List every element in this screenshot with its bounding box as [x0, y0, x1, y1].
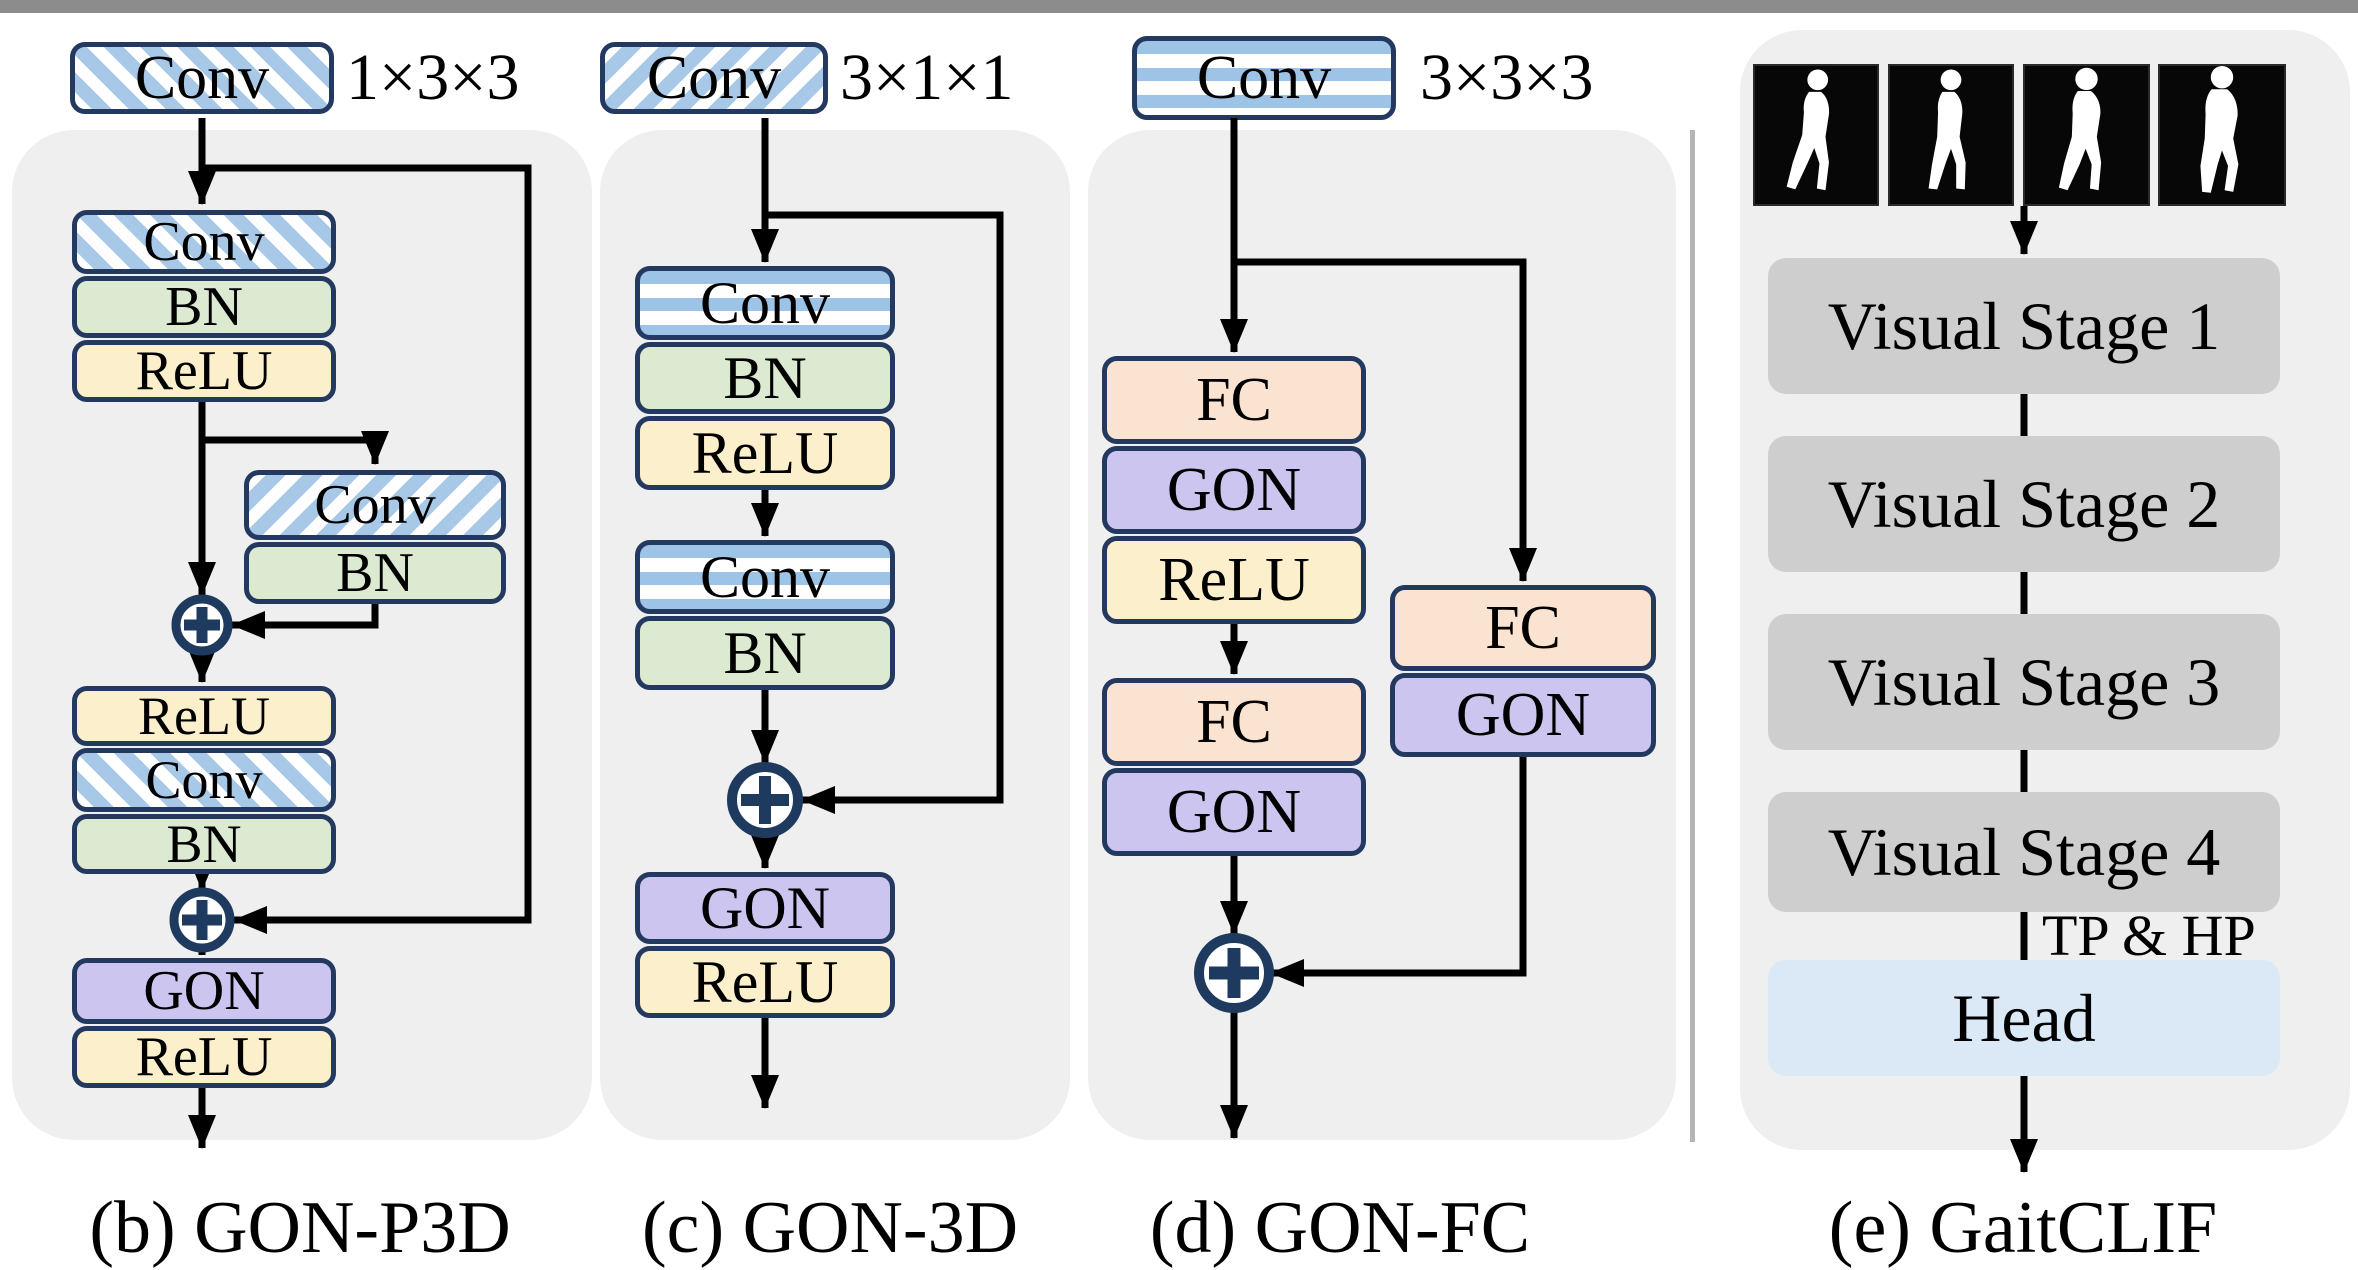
tp-hp-label: TP & HP	[2042, 902, 2256, 968]
gait-frame-2	[1888, 64, 2014, 206]
b-bn2-label: BN	[336, 542, 414, 604]
visual-stage-2-label: Visual Stage 2	[1827, 465, 2221, 542]
b-conv1-label: Conv	[143, 211, 265, 273]
c-relu1-block: ReLU	[635, 416, 895, 490]
b-gon-block: GON	[72, 958, 336, 1024]
b-bn2-block: BN	[244, 542, 506, 604]
c-relu2-label: ReLU	[691, 949, 839, 1015]
caption-gon-3d: (c) GON-3D	[641, 1187, 1019, 1269]
visual-stage-4-block: Visual Stage 4	[1768, 792, 2280, 912]
b-conv3-block: Conv	[72, 748, 336, 812]
d-skip-return-arrow	[1270, 757, 1527, 987]
c-bn1-block: BN	[635, 342, 895, 414]
c-add-junction-icon	[727, 762, 803, 838]
b-relu2-label: ReLU	[138, 686, 270, 746]
d-gon-skip-label: GON	[1455, 681, 1591, 749]
d-fc-skip-label: FC	[1485, 594, 1561, 662]
section-divider-line	[1690, 130, 1695, 1142]
b-add-junction-2-icon	[169, 887, 235, 953]
c-relu2-block: ReLU	[635, 946, 895, 1018]
d-fc-skip-block: FC	[1390, 585, 1656, 671]
connector-arrows	[188, 118, 2038, 1173]
visual-stage-4-label: Visual Stage 4	[1827, 813, 2221, 890]
legend-conv-3x1x1-box: Conv	[600, 42, 828, 114]
d-gon2-block: GON	[1102, 768, 1366, 856]
d-add-junction-icon	[1194, 933, 1274, 1013]
legend-dims-3x3x3: 3×3×3	[1420, 41, 1594, 114]
head-block: Head	[1768, 960, 2280, 1076]
top-divider-bar	[0, 0, 2358, 13]
visual-stage-1-label: Visual Stage 1	[1827, 287, 2221, 364]
caption-gaitclif: (e) GaitCLIF	[1828, 1187, 2218, 1269]
legend-conv-1x3x3-box: Conv	[70, 42, 334, 114]
c-bn2-block: BN	[635, 616, 895, 690]
b-relu1-label: ReLU	[135, 340, 273, 402]
d-fc2-block: FC	[1102, 678, 1366, 766]
visual-stage-1-block: Visual Stage 1	[1768, 258, 2280, 394]
legend-conv-1x3x3-label: Conv	[134, 44, 270, 112]
legend-dims-1x3x3: 1×3×3	[346, 41, 520, 114]
c-conv1-label: Conv	[699, 270, 831, 336]
gait-frame-1	[1753, 64, 1879, 206]
visual-stage-3-label: Visual Stage 3	[1827, 643, 2221, 720]
caption-gon-p3d: (b) GON-P3D	[89, 1187, 511, 1269]
d-gon1-block: GON	[1102, 446, 1366, 534]
b-bn3-label: BN	[166, 814, 242, 874]
caption-gon-fc: (d) GON-FC	[1149, 1187, 1531, 1269]
d-relu1-block: ReLU	[1102, 536, 1366, 624]
legend-dims-3x1x1: 3×1×1	[840, 41, 1014, 114]
gait-frame-3	[2023, 64, 2150, 206]
c-bn2-label: BN	[723, 620, 807, 686]
visual-stage-3-block: Visual Stage 3	[1768, 614, 2280, 750]
b-conv1-block: Conv	[72, 210, 336, 274]
c-conv1-block: Conv	[635, 266, 895, 340]
d-fc2-label: FC	[1196, 688, 1272, 756]
legend-conv-3x3x3-label: Conv	[1196, 44, 1332, 112]
b-gon-label: GON	[143, 960, 265, 1022]
gait-silhouette-icon	[1928, 69, 1966, 190]
c-skip-line	[765, 211, 1004, 814]
d-gon1-label: GON	[1166, 456, 1302, 524]
c-gon-label: GON	[700, 875, 830, 941]
b-relu3-label: ReLU	[135, 1026, 273, 1088]
d-relu1-label: ReLU	[1158, 546, 1310, 614]
b-bn1-label: BN	[165, 276, 243, 338]
b-conv2-block: Conv	[244, 470, 506, 540]
b-bn-skip-arrow	[231, 604, 379, 639]
add-junctions	[169, 594, 1274, 1013]
d-skip-branch-arrow	[1234, 258, 1537, 582]
d-gon2-label: GON	[1166, 778, 1302, 846]
d-fc1-block: FC	[1102, 356, 1366, 444]
b-relu1-block: ReLU	[72, 340, 336, 402]
gait-silhouette-icon	[2200, 66, 2239, 193]
c-gon-block: GON	[635, 872, 895, 944]
d-fc1-label: FC	[1196, 366, 1272, 434]
legend-conv-3x3x3-box: Conv	[1132, 36, 1396, 120]
b-relu2-block: ReLU	[72, 686, 336, 746]
b-branch-arrow	[202, 431, 389, 465]
b-bn1-block: BN	[72, 276, 336, 338]
gait-silhouette-icon	[2058, 67, 2102, 191]
d-gon-skip-block: GON	[1390, 673, 1656, 757]
b-add-junction-1-icon	[171, 594, 233, 656]
head-label: Head	[1952, 979, 2096, 1056]
c-relu1-label: ReLU	[691, 420, 839, 486]
gait-silhouette-icon	[1786, 69, 1830, 191]
gait-frame-4	[2158, 64, 2286, 206]
b-conv3-label: Conv	[145, 750, 263, 810]
c-conv2-block: Conv	[635, 540, 895, 614]
b-conv2-label: Conv	[314, 474, 436, 536]
c-bn1-label: BN	[723, 345, 807, 411]
b-relu3-block: ReLU	[72, 1026, 336, 1088]
b-bn3-block: BN	[72, 814, 336, 874]
b-outer-skip-line	[202, 164, 532, 934]
legend-conv-3x1x1-label: Conv	[646, 44, 782, 112]
c-conv2-label: Conv	[699, 544, 831, 610]
visual-stage-2-block: Visual Stage 2	[1768, 436, 2280, 572]
